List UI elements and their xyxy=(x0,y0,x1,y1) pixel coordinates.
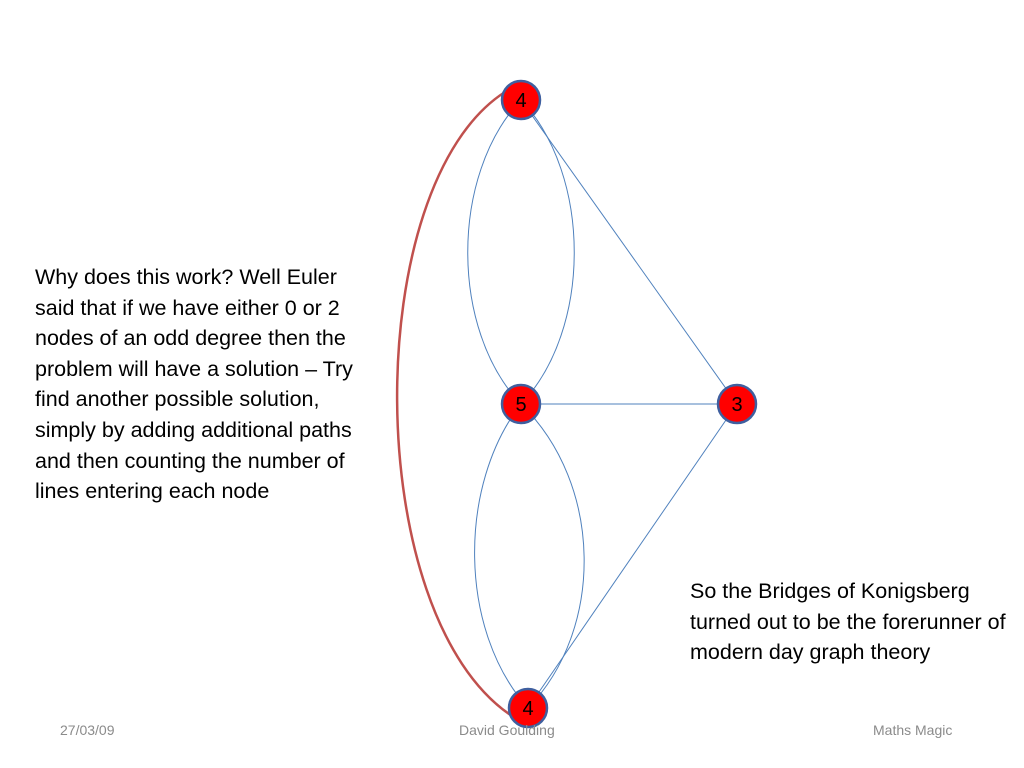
edge-middle-bottom-right xyxy=(520,403,585,709)
edge-top-middle-left xyxy=(467,99,522,405)
node-bottom-circle xyxy=(507,687,549,729)
node-top-circle xyxy=(500,79,542,121)
node-middle: 5 xyxy=(500,383,542,425)
node-right-label: 3 xyxy=(731,394,742,416)
footer-title: Maths Magic xyxy=(873,722,953,738)
edge-top-middle-right xyxy=(520,99,575,405)
node-bottom: 4 xyxy=(507,687,549,729)
edge-top-bottom-highlighted xyxy=(395,90,513,718)
node-middle-label: 5 xyxy=(515,394,526,416)
footer-date: 27/03/09 xyxy=(60,722,115,738)
node-right: 3 xyxy=(716,383,758,425)
edge-top-right xyxy=(520,99,738,405)
edge-middle-bottom-left xyxy=(474,403,529,709)
edge-bottom-right xyxy=(527,403,738,709)
conclusion-text: So the Bridges of Konigsberg turned out … xyxy=(690,579,1006,665)
node-top: 4 xyxy=(500,79,542,121)
footer-author: David Goulding xyxy=(459,722,555,738)
node-right-circle xyxy=(716,383,758,425)
node-top-label: 4 xyxy=(515,90,526,112)
explanation-text: Why does this work? Well Euler said that… xyxy=(35,265,353,504)
node-middle-circle xyxy=(500,383,542,425)
node-bottom-label: 4 xyxy=(522,698,533,720)
